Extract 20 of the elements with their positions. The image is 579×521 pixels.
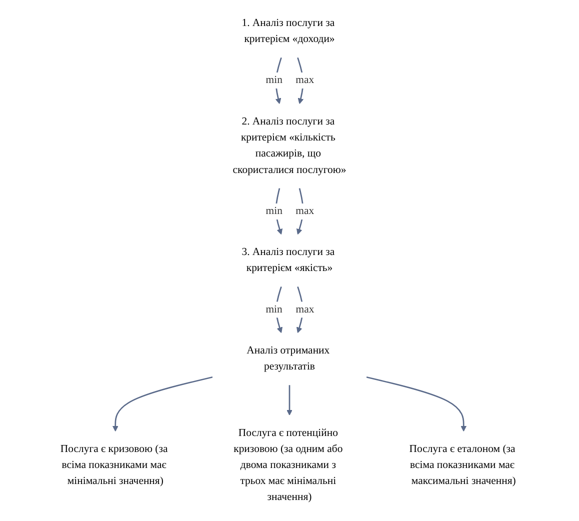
node-text: Аналіз отриманих результатів bbox=[246, 344, 330, 372]
node-text: Послуга є еталоном (за всіма показниками має максимальні значення) bbox=[409, 443, 516, 487]
node-text: 3. Аналіз послуги за критерієм «якість» bbox=[242, 246, 335, 274]
edge-label: max bbox=[296, 74, 314, 86]
edge-label: max bbox=[296, 304, 314, 316]
node-text: Послуга є кризовою (за всіма показниками має мінімальні значення) bbox=[60, 443, 168, 487]
arrow bbox=[286, 385, 292, 416]
edge-label: max bbox=[296, 205, 314, 217]
arrow bbox=[276, 286, 282, 334]
arrow bbox=[296, 188, 304, 235]
edge-label: min bbox=[266, 74, 282, 86]
arrow bbox=[366, 376, 467, 432]
arrow bbox=[296, 286, 304, 334]
arrow bbox=[297, 57, 304, 104]
edge-label: min bbox=[266, 205, 282, 217]
node-text: Послуга є потенційно кризовою (за одним або двома показниками з трьох має мінімальні значення) bbox=[234, 427, 343, 503]
node-text: 1. Аналіз послуги за критерієм «доходи» bbox=[242, 17, 335, 45]
node-text: 2. Аналіз послуги за критерієм «кількість пасажирів, що скористалися послугою» bbox=[232, 116, 346, 176]
arrow bbox=[112, 376, 213, 432]
edge-label: min bbox=[266, 304, 282, 316]
